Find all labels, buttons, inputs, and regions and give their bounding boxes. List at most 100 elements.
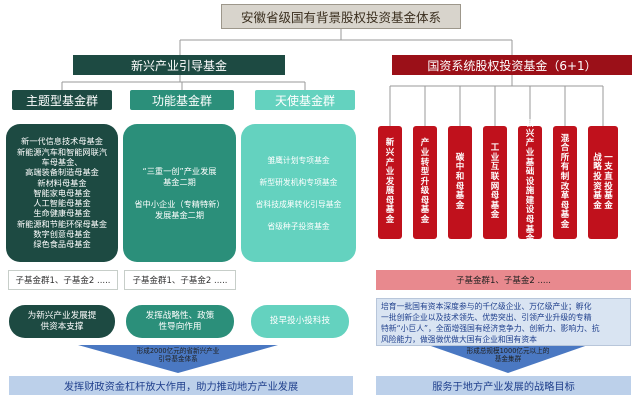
fund-char: 兴	[525, 128, 535, 139]
sub-fund-bar-theme: 子基金群1、子基金2 .....	[8, 270, 118, 290]
fund-char: 合	[560, 143, 570, 154]
fund-char: 一	[604, 152, 613, 163]
function-pill-theme: 为新兴产业发展提 供资本支撑	[9, 305, 115, 338]
fund-char: 支	[604, 162, 613, 173]
fund-char: 碳	[455, 152, 465, 163]
card-line: 绿色食品母基金	[33, 239, 91, 250]
fund-char: 和	[455, 171, 465, 182]
fund-char: 母	[420, 195, 430, 206]
fund-char: 产	[420, 138, 430, 149]
state-fund-column: 新兴产业发展母基金	[378, 126, 402, 239]
card-line: 新一代信息技术母基金	[21, 136, 103, 147]
state-fund-column: 一支直投基金战略投资基金	[588, 126, 618, 239]
fund-char: 新	[525, 119, 535, 130]
fund-char: 所	[560, 152, 570, 163]
fund-char: 投	[593, 171, 602, 182]
fund-char: 混	[560, 133, 570, 144]
group-title-angel: 天使基金群	[255, 90, 355, 110]
fund-char: 设	[525, 176, 535, 187]
angel-fund-card: 雏鹰计划专项基金 新型研发机构专项基金 省科技成果转化引导基金 省级种子投资基金	[241, 124, 356, 262]
fund-char: 业	[490, 152, 500, 163]
fund-name-holder: 新兴产业发展母基金	[386, 139, 395, 225]
fund-name: 碳中和母基金	[455, 152, 465, 212]
pill-line: 发挥战略性、政策	[145, 310, 215, 321]
fund-char: 发	[385, 176, 395, 187]
group-title-function: 功能基金群	[130, 90, 234, 110]
state-fund-column: 新兴产业基础设施建设母基金	[518, 120, 542, 244]
state-fund-description: 培育一批国有资本深度参与的千亿级企业、万亿级产业；孵化 一批创新企业以及技术领先…	[376, 298, 631, 346]
fund-char: 金	[593, 200, 602, 211]
sub-fund-bar-state: 子基金群1、子基金2 .....	[376, 270, 631, 290]
fund-name: 新兴产业基础设施建设母基金	[526, 120, 535, 245]
fund-char: 联	[490, 171, 500, 182]
card-line: 人工智能母基金	[33, 198, 91, 209]
fund-char: 金	[490, 210, 500, 221]
fund-char: 金	[525, 234, 535, 245]
left-section-header: 新兴产业引导基金	[73, 55, 285, 75]
card-line: 数字创意母基金	[33, 229, 91, 240]
fund-char: 略	[593, 162, 602, 173]
fund-char: 制	[560, 171, 570, 182]
fund-char: 兴	[385, 147, 395, 158]
fund-char: 基	[420, 205, 430, 216]
fund-name-holder: 工业互联网母基金	[491, 144, 500, 221]
fund-char: 基	[385, 205, 395, 216]
fund-char: 基	[525, 157, 535, 168]
pill-line: 性导向作用	[158, 321, 202, 332]
card-line: 省中小企业（专精特新）	[134, 198, 225, 209]
fund-char: 互	[490, 162, 500, 173]
card-line: 新能源和节能环保母基金	[16, 218, 108, 229]
fund-char: 基	[525, 224, 535, 235]
right-down-arrow	[428, 345, 588, 373]
right-bottom-goal: 服务于地方产业发展的战略目标	[376, 376, 631, 395]
card-line: 新材料母基金	[37, 177, 87, 188]
card-line	[297, 166, 299, 177]
fund-name: 产业转型升级母基金	[421, 139, 430, 225]
pill-line: 为新兴产业发展提	[27, 310, 97, 321]
fund-char: 业	[420, 147, 430, 158]
fund-char: 级	[420, 186, 430, 197]
arrow-label-line: 形成2000亿元的省新兴产业	[136, 347, 220, 355]
fund-char: 升	[420, 176, 430, 187]
fund-name-holder: 混合所有制改革母基金	[560, 133, 570, 231]
fund-char: 基	[455, 191, 465, 202]
left-bottom-goal: 发挥财政资金杠杆放大作用，助力推动地方产业发展	[9, 376, 353, 395]
fund-char: 金	[420, 215, 430, 226]
fund-char: 改	[560, 181, 570, 192]
card-line: “三重一创”产业发展	[142, 165, 217, 176]
fund-char: 施	[525, 186, 535, 197]
fund-char: 转	[420, 157, 430, 168]
card-line: 新型研发机构专项基金	[259, 177, 338, 187]
card-line	[297, 188, 299, 199]
fund-char: 础	[525, 167, 535, 178]
fund-char: 基	[490, 200, 500, 211]
fund-name-holder: 产业转型升级母基金	[421, 139, 430, 225]
fund-char: 工	[490, 143, 500, 154]
card-line: 发展基金二期	[154, 209, 205, 220]
sub-fund-bar-function: 子基金群1、子基金2 .....	[124, 270, 236, 290]
card-line	[178, 188, 181, 199]
fund-name-holder: 一支直投基金战略投资基金	[593, 152, 614, 212]
fund-char: 建	[525, 195, 535, 206]
fund-char: 战	[593, 152, 602, 163]
state-fund-column: 碳中和母基金	[448, 126, 472, 239]
desc-line: 特新“小巨人”，全面增强国有经济竞争力、创新力、影响力、抗	[381, 324, 600, 333]
card-line	[297, 210, 299, 221]
function-fund-card: “三重一创”产业发展 基金二期 省中小企业（专精特新） 发展基金二期	[123, 124, 236, 262]
fund-name: 工业互联网母基金	[491, 144, 500, 221]
fund-char: 基	[604, 191, 613, 202]
card-line: 生命健康母基金	[33, 208, 91, 219]
card-line: 雏鹰计划专项基金	[267, 155, 330, 165]
desc-line: 一批创新企业以及技术领先、优势突出、引领产业升级的专精	[381, 313, 592, 322]
fund-char: 型	[420, 167, 430, 178]
fund-char: 基	[560, 210, 570, 221]
right-section-header: 国资系统股权投资基金（6+1）	[392, 55, 632, 75]
group-title-theme: 主题型基金群	[12, 90, 112, 110]
fund-char: 母	[385, 195, 395, 206]
fund-name: 混合所有制改革母基金	[560, 133, 570, 231]
card-line: 基金二期	[163, 176, 196, 187]
right-arrow-label: 形成总规模1000亿元以上的 基金集群	[450, 347, 566, 363]
card-line: 高端装备制造母基金	[25, 167, 99, 178]
state-fund-column: 混合所有制改革母基金	[553, 126, 577, 239]
